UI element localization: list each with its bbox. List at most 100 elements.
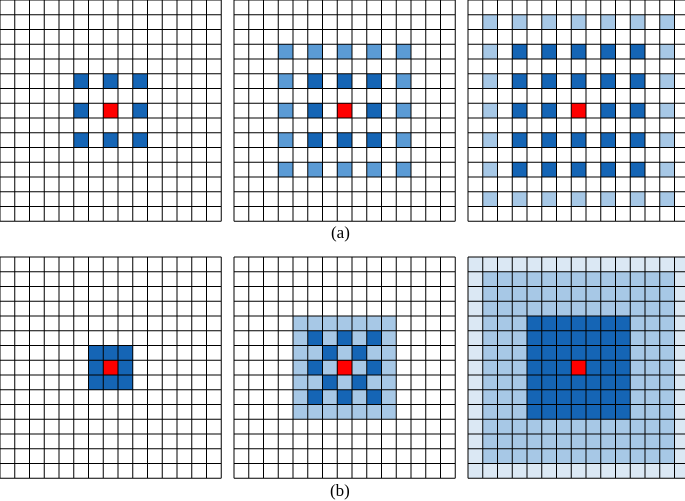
receptive-cell	[73, 73, 89, 89]
grid-panel-b2	[233, 256, 456, 479]
receptive-cell	[556, 316, 572, 331]
receptive-cell	[322, 345, 338, 361]
receptive-cell	[571, 419, 586, 434]
receptive-cell	[527, 389, 542, 405]
receptive-cell	[512, 463, 527, 479]
receptive-cell	[586, 330, 601, 346]
grid-panel-b3	[467, 256, 685, 479]
receptive-cell	[571, 257, 586, 272]
center-cell	[103, 360, 118, 375]
receptive-cell	[645, 404, 660, 420]
receptive-cell	[659, 73, 675, 89]
receptive-cell	[512, 103, 527, 118]
receptive-cell	[541, 103, 557, 118]
receptive-cell	[352, 345, 367, 361]
receptive-cell	[468, 271, 483, 287]
receptive-cell	[571, 434, 586, 449]
receptive-cell	[366, 360, 382, 375]
receptive-cell	[103, 73, 118, 89]
receptive-cell	[541, 44, 557, 59]
receptive-cell	[630, 404, 645, 420]
receptive-cell	[103, 132, 118, 148]
receptive-cell	[512, 375, 527, 390]
receptive-cell	[103, 345, 118, 361]
receptive-cell	[615, 360, 631, 375]
receptive-cell	[615, 301, 631, 316]
receptive-cell	[482, 448, 498, 464]
receptive-cell	[337, 44, 352, 59]
receptive-cell	[674, 271, 685, 287]
receptive-cell	[615, 463, 631, 479]
grid-panel-a1	[0, 0, 222, 222]
receptive-cell	[615, 316, 631, 331]
receptive-cell	[366, 132, 382, 148]
receptive-cell	[556, 463, 572, 479]
receptive-cell	[352, 316, 367, 331]
receptive-cell	[556, 271, 572, 287]
receptive-cell	[497, 330, 513, 346]
receptive-cell	[337, 330, 352, 346]
receptive-cell	[512, 448, 527, 464]
receptive-cell	[659, 330, 675, 346]
receptive-cell	[630, 330, 645, 346]
caption-b: (b)	[330, 481, 350, 500]
center-cell	[571, 360, 586, 375]
receptive-cell	[322, 404, 338, 420]
receptive-cell	[571, 271, 586, 287]
receptive-cell	[352, 404, 367, 420]
receptive-cell	[571, 345, 586, 361]
receptive-cell	[307, 345, 323, 361]
receptive-cell	[468, 257, 483, 272]
receptive-cell	[630, 345, 645, 361]
receptive-cell	[600, 14, 616, 30]
receptive-cell	[527, 345, 542, 361]
receptive-cell	[586, 389, 601, 405]
receptive-cell	[482, 301, 498, 316]
receptive-cell	[615, 330, 631, 346]
receptive-cell	[396, 73, 411, 89]
receptive-cell	[322, 316, 338, 331]
receptive-cell	[527, 257, 542, 272]
receptive-cell	[615, 419, 631, 434]
receptive-cell	[630, 257, 645, 272]
receptive-cell	[512, 257, 527, 272]
receptive-cell	[512, 404, 527, 420]
receptive-cell	[88, 360, 104, 375]
receptive-cell	[600, 463, 616, 479]
receptive-cell	[571, 404, 586, 420]
receptive-cell	[600, 44, 616, 59]
center-cell	[571, 103, 586, 118]
receptive-cell	[541, 463, 557, 479]
receptive-cell	[468, 316, 483, 331]
receptive-cell	[600, 103, 616, 118]
receptive-cell	[630, 360, 645, 375]
receptive-cell	[527, 330, 542, 346]
receptive-cell	[307, 73, 323, 89]
receptive-cell	[527, 448, 542, 464]
receptive-cell	[586, 257, 601, 272]
receptive-cell	[571, 389, 586, 405]
receptive-cell	[645, 301, 660, 316]
receptive-cell	[556, 360, 572, 375]
receptive-cell	[630, 389, 645, 405]
receptive-cell	[659, 316, 675, 331]
receptive-cell	[615, 375, 631, 390]
receptive-cell	[482, 434, 498, 449]
receptive-cell	[337, 345, 352, 361]
receptive-cell	[630, 434, 645, 449]
receptive-cell	[571, 73, 586, 89]
receptive-cell	[541, 162, 557, 177]
receptive-cell	[381, 404, 397, 420]
receptive-cell	[586, 375, 601, 390]
receptive-cell	[630, 463, 645, 479]
receptive-cell	[278, 103, 293, 118]
receptive-cell	[586, 463, 601, 479]
receptive-cell	[645, 316, 660, 331]
receptive-cell	[396, 162, 411, 177]
receptive-cell	[337, 389, 352, 405]
receptive-cell	[307, 103, 323, 118]
receptive-cell	[73, 132, 89, 148]
receptive-cell	[630, 162, 645, 177]
receptive-cell	[556, 404, 572, 420]
receptive-cell	[600, 448, 616, 464]
